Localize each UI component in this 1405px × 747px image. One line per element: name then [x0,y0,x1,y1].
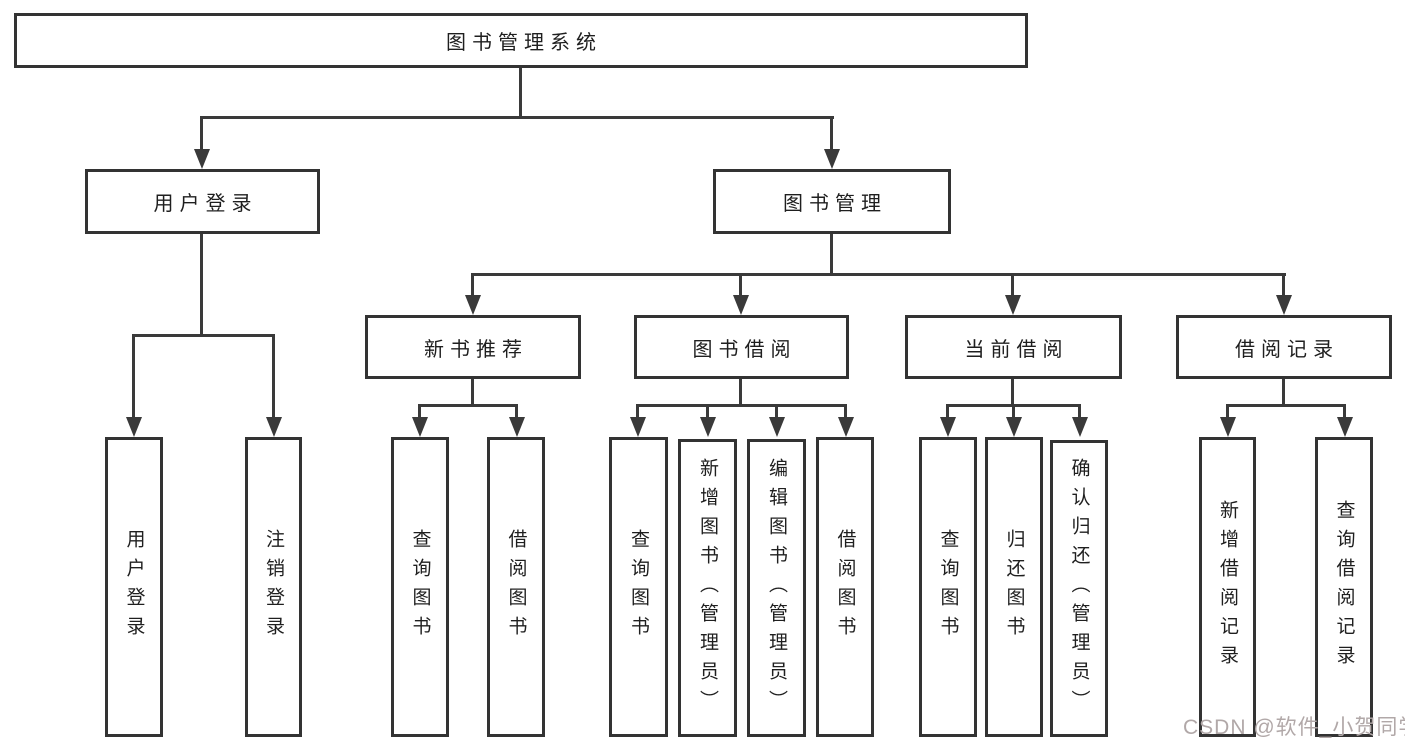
connector-line [272,334,275,422]
node-new-book-recommend: 新书推荐 [365,315,581,379]
connector-line [844,404,847,422]
node-borrow-records: 借阅记录 [1176,315,1392,379]
arrow-down-icon [412,417,428,437]
leaf-confirm-return-admin: 确认归还（管理员） [1050,440,1108,737]
arrow-down-icon [266,417,282,437]
leaf-return-books: 归还图书 [985,437,1043,737]
arrow-down-icon [700,417,716,437]
arrow-down-icon [769,417,785,437]
connector-line [739,379,742,406]
arrow-down-icon [824,149,840,169]
arrow-down-icon [194,149,210,169]
node-user-login: 用户登录 [85,169,320,234]
connector-line [418,404,518,407]
connector-line [1282,273,1285,299]
connector-line [515,404,518,422]
node-book-borrow: 图书借阅 [634,315,849,379]
arrow-down-icon [940,417,956,437]
arrow-down-icon [630,417,646,437]
connector-line [1011,273,1014,299]
connector-line [739,273,742,299]
connector-line [200,234,203,336]
arrow-down-icon [126,417,142,437]
arrow-down-icon [733,295,749,315]
leaf-borrow-books-recommend: 借阅图书 [487,437,545,737]
arrow-down-icon [1337,417,1353,437]
leaf-borrow-books: 借阅图书 [816,437,874,737]
connector-line [706,404,709,422]
arrow-down-icon [1005,295,1021,315]
leaf-query-books-recommend: 查询图书 [391,437,449,737]
watermark: CSDN @软件_小贺同学 [1183,716,1405,739]
leaf-query-borrow-record: 查询借阅记录 [1315,437,1373,737]
connector-line [1226,404,1346,407]
node-current-borrow: 当前借阅 [905,315,1122,379]
arrow-down-icon [509,417,525,437]
connector-line [1011,379,1014,406]
arrow-down-icon [838,417,854,437]
connector-line [830,116,833,152]
connector-line [418,404,421,422]
leaf-logout: 注销登录 [245,437,302,737]
leaf-query-books-current: 查询图书 [919,437,977,737]
node-library-system: 图书管理系统 [14,13,1028,68]
connector-line [775,404,778,422]
connector-line [1226,404,1229,422]
connector-line [471,273,1286,276]
connector-line [1282,379,1285,406]
leaf-user-login: 用户登录 [105,437,163,737]
connector-line [830,234,833,275]
connector-line [1078,404,1081,422]
connector-line [471,379,474,406]
connector-line [200,116,203,152]
arrow-down-icon [1072,417,1088,437]
connector-line [471,273,474,299]
leaf-add-book-admin: 新增图书（管理员） [678,439,737,737]
connector-line [200,116,834,119]
leaf-edit-book-admin: 编辑图书（管理员） [747,439,806,737]
connector-line [636,404,847,407]
connector-line [636,404,639,422]
arrow-down-icon [465,295,481,315]
connector-line [519,68,522,118]
node-book-management: 图书管理 [713,169,951,234]
arrow-down-icon [1006,417,1022,437]
arrow-down-icon [1220,417,1236,437]
connector-line [132,334,275,337]
leaf-add-borrow-record: 新增借阅记录 [1199,437,1256,737]
leaf-query-books-borrow: 查询图书 [609,437,668,737]
arrow-down-icon [1276,295,1292,315]
connector-line [132,334,135,422]
connector-line [1343,404,1346,422]
connector-line [946,404,949,422]
connector-line [1012,404,1015,422]
